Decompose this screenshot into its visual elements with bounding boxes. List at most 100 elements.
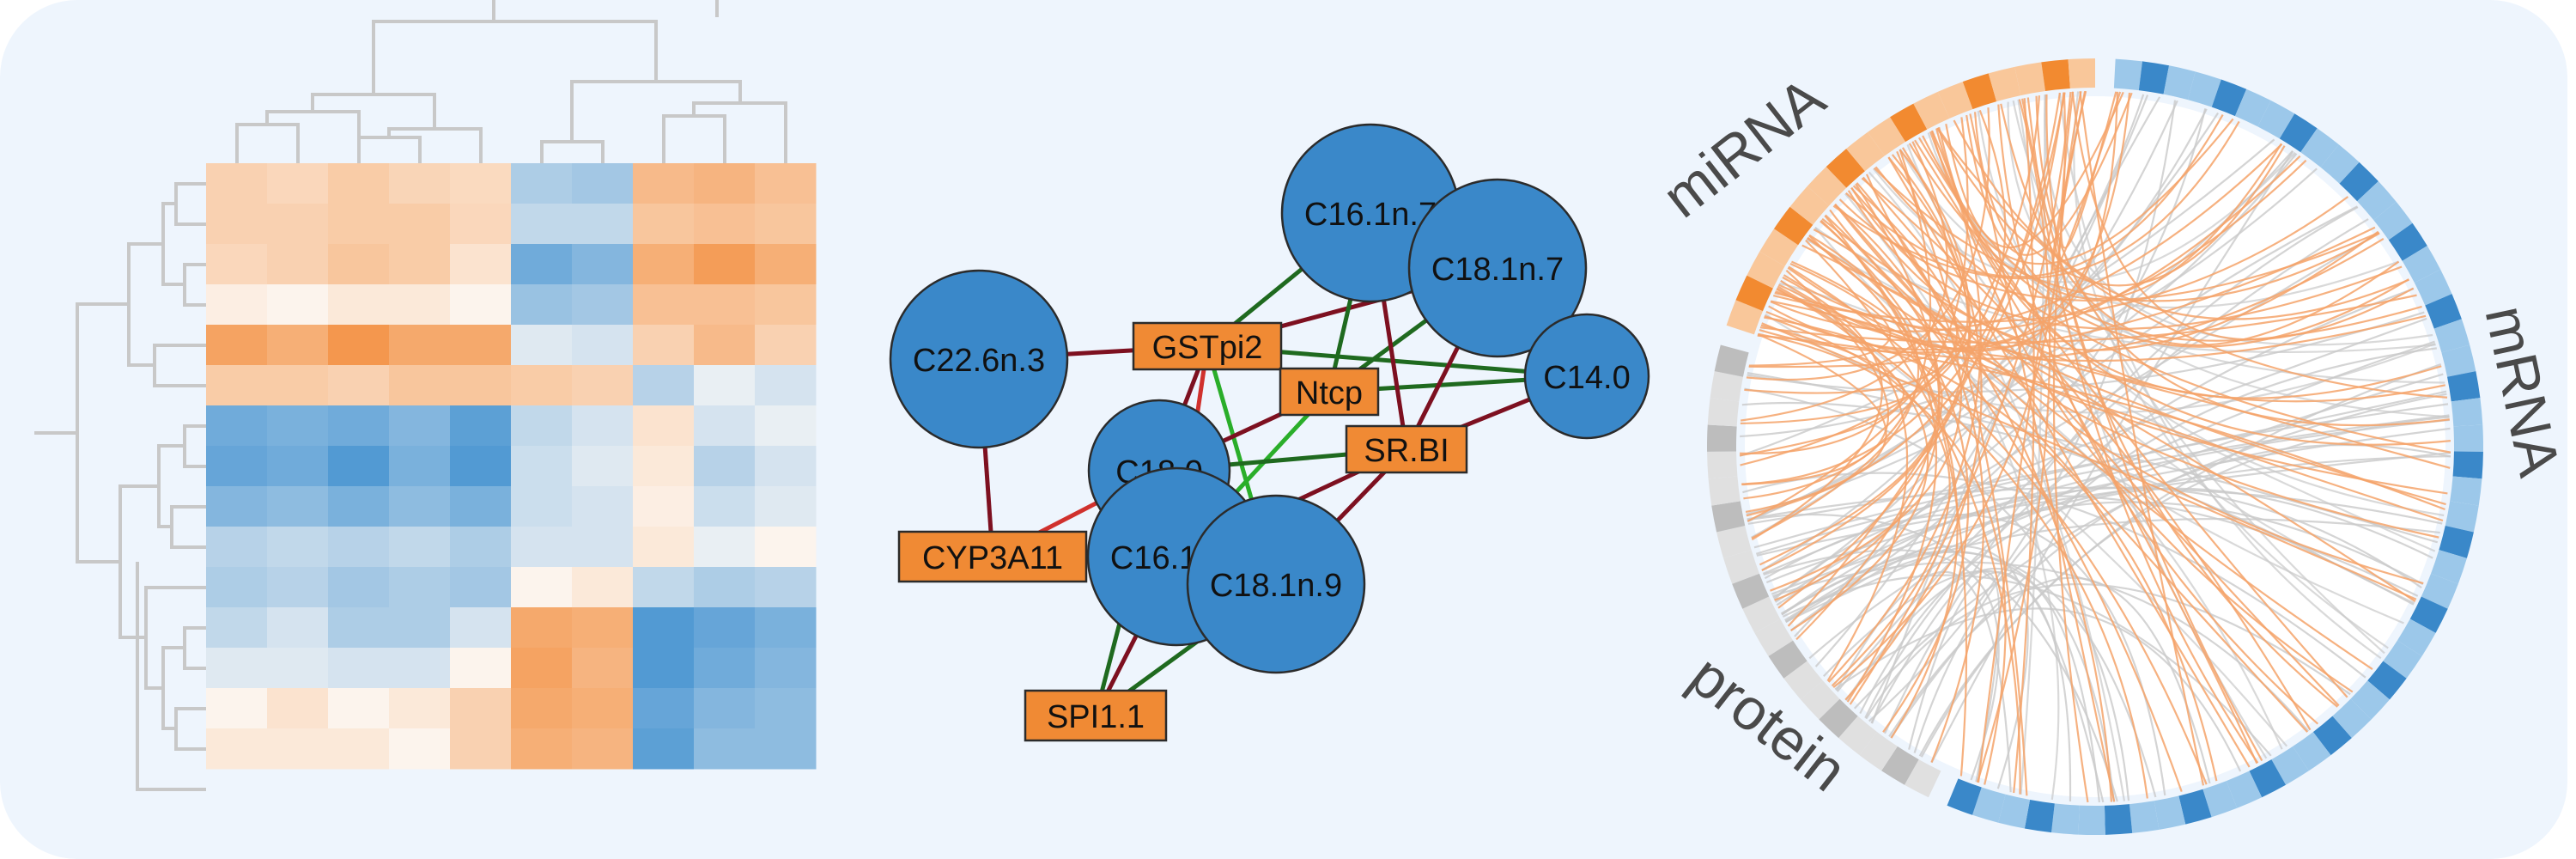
heatmap-cell (389, 527, 451, 568)
gene-box-node: GSTpi2 (1132, 321, 1283, 371)
heatmap-cell (450, 688, 512, 729)
heatmap-cell (572, 204, 634, 245)
circos-link (1977, 90, 2087, 783)
mrna-ring-block (2234, 88, 2271, 127)
heatmap-cell (633, 728, 695, 770)
mrna-ring-block (2388, 222, 2427, 261)
heatmap-cell (450, 204, 512, 245)
heatmap-cell (572, 486, 634, 527)
circos-link (1874, 166, 2451, 454)
heatmap-cell (328, 244, 390, 285)
heatmap-cell (633, 163, 695, 204)
circos-link (1864, 288, 2415, 719)
heatmap-cell (328, 688, 390, 729)
heatmap-grid (206, 163, 817, 770)
mrna-ring-block (2397, 618, 2436, 656)
heatmap-cell (328, 527, 390, 568)
node-label: SPI1.1 (1047, 699, 1145, 735)
heatmap-cell (694, 648, 756, 689)
circos-link (1832, 92, 2067, 689)
node-label: C16.1n.7 (1304, 197, 1437, 233)
mrna-ring-block (1998, 794, 2031, 829)
heatmap-cell (267, 728, 329, 770)
protein-ring-block (1768, 640, 1807, 679)
heatmap-cell (572, 325, 634, 366)
metabolite-circle-node: C18.1n.7 (1407, 178, 1588, 358)
heatmap-cell (755, 607, 817, 649)
protein-ring-block (1716, 526, 1752, 558)
circos-link (1788, 265, 2208, 785)
heatmap-cell (450, 446, 512, 487)
heatmap-cell (328, 567, 390, 608)
heatmap-cell (511, 244, 573, 285)
heatmap-cell (633, 527, 695, 568)
gene-box-node: CYP3A11 (897, 530, 1088, 583)
heatmap-cell (633, 648, 695, 689)
node-label: C18.1n.9 (1210, 568, 1342, 604)
circos-link (1777, 149, 1971, 609)
circos-link (1929, 131, 2451, 446)
heatmap-cell (694, 405, 756, 447)
heatmap-cell (389, 728, 451, 770)
node-label: CYP3A11 (922, 540, 1063, 576)
heatmap-cell (450, 607, 512, 649)
heatmap-cell (755, 204, 817, 245)
clustered-heatmap (34, 0, 817, 791)
heatmap-cell (267, 204, 329, 245)
heatmap-cell (755, 648, 817, 689)
correlation-network: GSTpi2NtcpSR.BICYP3A11SPI1.1C22.6n.3C16.… (889, 123, 1650, 742)
node-box (897, 530, 1088, 583)
node-label: C14.0 (1543, 360, 1630, 396)
heatmap-cell (694, 325, 756, 366)
node-circle (889, 269, 1069, 449)
circos-link (2045, 94, 2338, 708)
heatmap-cell (450, 163, 512, 204)
heatmap-cell (206, 486, 268, 527)
circos-link (1884, 206, 2359, 734)
mrna-ring-block (2441, 344, 2476, 377)
heatmap-cell (755, 567, 817, 608)
heatmap-cell (328, 284, 390, 326)
heatmap-cell (206, 607, 268, 649)
network-nodes: GSTpi2NtcpSR.BICYP3A11SPI1.1C22.6n.3C16.… (889, 123, 1650, 742)
circos-link (1755, 414, 2450, 555)
heatmap-cell (450, 728, 512, 770)
heatmap-cell (389, 446, 451, 487)
heatmap-cell (389, 365, 451, 406)
heatmap-cell (267, 365, 329, 406)
circos-link (1758, 332, 2007, 785)
heatmap-cell (511, 163, 573, 204)
circos-link (1844, 147, 1983, 701)
heatmap-cell (328, 728, 390, 770)
heatmap-cell (694, 486, 756, 527)
heatmap-cell (572, 244, 634, 285)
heatmap-cell (511, 527, 573, 568)
heatmap-cell (633, 325, 695, 366)
circos-link (1865, 583, 2351, 720)
heatmap-cell (450, 486, 512, 527)
mirna-ring-block (1988, 66, 2021, 102)
circos-link (1832, 120, 2240, 280)
circos-link (1969, 113, 2116, 802)
mrna-ring-block (1972, 787, 2006, 823)
heatmap-cell (267, 163, 329, 204)
circos-segment-ring (1707, 58, 2483, 835)
node-box (1132, 321, 1283, 371)
circos-link (1936, 127, 2448, 399)
mrna-ring-block (2414, 269, 2452, 306)
circos-link (1823, 570, 2072, 801)
circos-links (1739, 90, 2451, 803)
mrna-ring-block (2104, 804, 2133, 835)
column-dendrogram (235, 0, 787, 163)
circos-link (2021, 98, 2263, 762)
mrna-ring-block (2293, 732, 2331, 771)
mrna-ring-block (2202, 781, 2238, 818)
mrna-ring-block (2320, 144, 2360, 184)
heatmap-cell (206, 405, 268, 447)
mrna-ring-block (2339, 161, 2379, 202)
heatmap-cell (206, 204, 268, 245)
circos-link (1829, 209, 2439, 539)
circos-link (1785, 373, 2444, 623)
circos-link (2012, 100, 2385, 655)
heatmap-cell (633, 405, 695, 447)
